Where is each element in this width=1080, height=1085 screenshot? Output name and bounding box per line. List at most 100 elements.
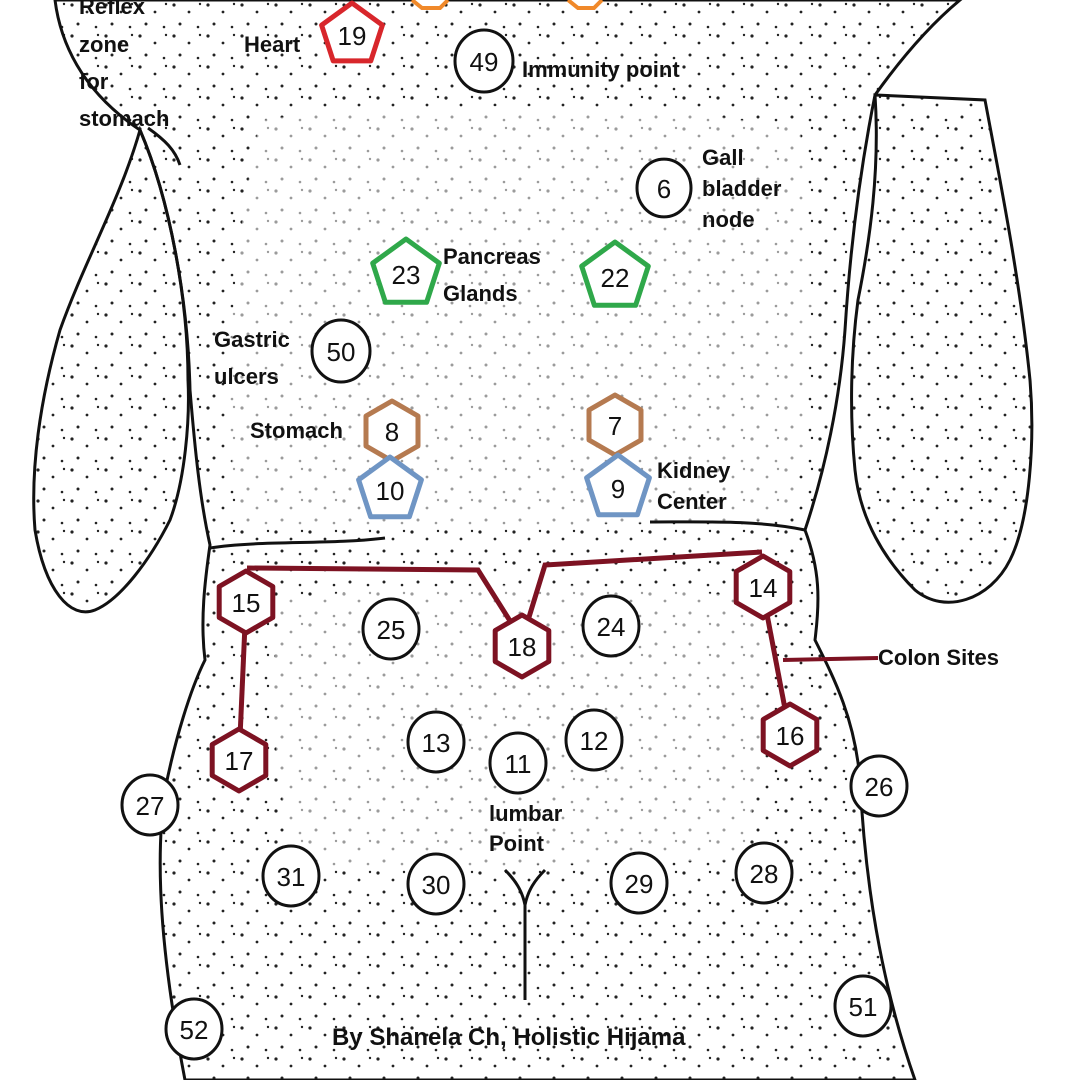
point-16-number: 16 (776, 721, 805, 751)
left-crease (147, 126, 182, 166)
label-heart: Heart (244, 32, 301, 57)
point-24-number: 24 (597, 612, 626, 642)
point-18-hexagon (492, 612, 552, 680)
label-pancreas-line2: Glands (443, 281, 518, 306)
point-50-number: 50 (327, 337, 356, 367)
label-lumbar-line1: lumbar (489, 801, 563, 826)
label-pancreas-line1: Pancreas (443, 244, 541, 269)
point-28-number: 28 (750, 859, 779, 889)
point-24-circle (581, 594, 641, 658)
colon-path-right (519, 549, 763, 641)
label-immunity-point: Immunity point (522, 57, 680, 82)
point-25-circle (361, 597, 421, 661)
point-9-pentagon (584, 452, 652, 518)
point-8: 8 (363, 398, 421, 464)
point-11: 11 (488, 731, 548, 795)
point-29-number: 29 (625, 869, 654, 899)
point-26: 26 (849, 754, 909, 818)
point-6: 6 (635, 157, 693, 219)
point-18: 18 (492, 612, 552, 680)
point-26-number: 26 (865, 772, 894, 802)
point-30-circle (406, 852, 466, 916)
colon-path-left (246, 565, 525, 642)
point-10-number: 10 (376, 476, 405, 506)
point-25: 25 (361, 597, 421, 661)
point-17-hexagon (209, 726, 269, 794)
point-10: 10 (356, 454, 424, 520)
point-27: 27 (120, 773, 180, 837)
point-29: 29 (609, 851, 669, 915)
label-reflex-line3: for (79, 69, 109, 94)
point-19-pentagon (319, 0, 385, 64)
point-14-hexagon (733, 553, 793, 621)
point-18-number: 18 (508, 632, 537, 662)
label-kidney-line1: Kidney (657, 458, 731, 483)
label-lumbar-line2: Point (489, 831, 545, 856)
label-gall-line2: bladder (702, 176, 782, 201)
point-7-number: 7 (608, 411, 622, 441)
point-31-number: 31 (277, 862, 306, 892)
point-49-circle (453, 28, 515, 94)
label-reflex-line2: zone (79, 32, 129, 57)
top-partial-marks (410, 0, 604, 10)
label-gastric-line2: ulcers (214, 364, 279, 389)
points-layer: 19 49 6 23 22 50 8 7 10 9 15 25 18 24 14 17 13 11 12 16 27 26… (120, 0, 909, 1061)
point-23-pentagon (370, 236, 442, 305)
point-31-circle (261, 844, 321, 908)
label-kidney-line2: Center (657, 489, 727, 514)
point-22-number: 22 (601, 263, 630, 293)
point-19: 19 (319, 0, 385, 64)
point-12: 12 (564, 708, 624, 772)
label-reflex-line4: stomach (79, 106, 169, 131)
point-49: 49 (453, 28, 515, 94)
point-15-hexagon (216, 568, 276, 636)
point-28: 28 (734, 841, 794, 905)
point-52: 52 (164, 997, 224, 1061)
point-6-circle (635, 157, 693, 219)
point-15-number: 15 (232, 588, 261, 618)
point-51-number: 51 (849, 992, 878, 1022)
point-12-circle (564, 708, 624, 772)
waist-line (209, 536, 386, 550)
point-17-number: 17 (225, 746, 254, 776)
point-24: 24 (581, 594, 641, 658)
point-12-number: 12 (580, 726, 609, 756)
label-gastric-line1: Gastric (214, 327, 290, 352)
label-stomach: Stomach (250, 418, 343, 443)
point-15: 15 (216, 568, 276, 636)
point-52-circle (164, 997, 224, 1061)
point-9: 9 (584, 452, 652, 518)
labels-layer: Reflex zone for stomach Heart Immunity p… (79, 0, 999, 1051)
point-16-hexagon (760, 701, 820, 769)
point-51: 51 (833, 974, 893, 1038)
point-14-number: 14 (749, 573, 778, 603)
point-8-number: 8 (385, 417, 399, 447)
point-50-circle (310, 318, 372, 384)
torso-outline (32, 0, 1034, 1082)
point-49-number: 49 (470, 47, 499, 77)
point-22-pentagon (579, 239, 651, 308)
point-7: 7 (586, 392, 644, 458)
point-13-circle (406, 710, 466, 774)
point-26-circle (849, 754, 909, 818)
label-reflex-line1: Reflex (79, 0, 146, 19)
point-27-number: 27 (136, 791, 165, 821)
orange-mark-left (410, 0, 450, 10)
point-9-number: 9 (611, 474, 625, 504)
colon-sites-pointer (782, 656, 879, 662)
right-arm (850, 93, 1034, 604)
waist-line-right (649, 520, 806, 532)
point-13: 13 (406, 710, 466, 774)
point-29-circle (609, 851, 669, 915)
label-colon-sites: Colon Sites (878, 645, 999, 670)
point-30-number: 30 (422, 870, 451, 900)
point-50: 50 (310, 318, 372, 384)
label-gall-line3: node (702, 207, 755, 232)
credit-text: By Shanela Ch, Holistic Hijama (332, 1024, 686, 1051)
point-51-circle (833, 974, 893, 1038)
point-14: 14 (733, 553, 793, 621)
point-23: 23 (370, 236, 442, 305)
point-13-number: 13 (422, 728, 451, 758)
